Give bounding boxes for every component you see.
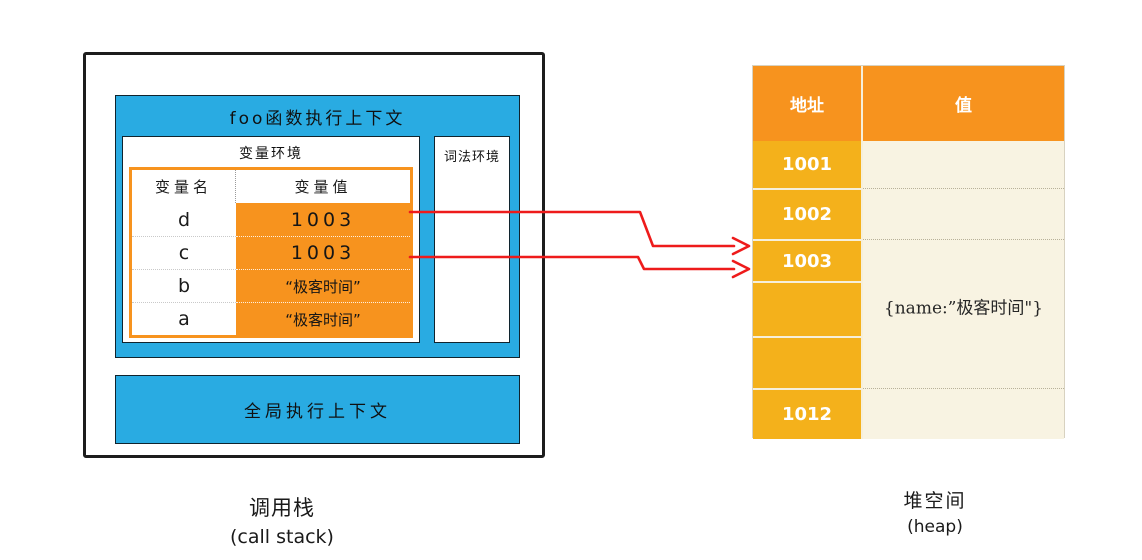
variable-row-a: a “极客时间”: [132, 302, 410, 335]
foo-context-title: foo函数执行上下文: [229, 109, 406, 129]
variable-name-cell: b: [132, 269, 236, 302]
variable-name-cell: d: [132, 203, 236, 236]
heap-object-value: {name:”极客时间"}: [883, 298, 1044, 319]
lexical-environment-title: 词法环境: [443, 150, 500, 165]
arrowhead-icon: [731, 236, 751, 256]
heap-address-cell-blank-1: [753, 281, 863, 336]
heap-table-body: 1001 1002 1003 1012 {name:”极客时间"}: [753, 141, 1064, 439]
variable-value-cell: 1003: [236, 236, 410, 269]
heap-caption-zh: 堆空间: [903, 490, 967, 512]
call-stack-caption-en: (call stack): [230, 526, 334, 548]
lexical-environment: 词法环境: [434, 136, 510, 343]
call-stack-caption: 调用栈 (call stack): [142, 492, 422, 548]
heap-column-header-address: 地址: [753, 66, 863, 141]
variable-environment: 变量环境 变量名 变量值 d 1003 c 1003 b: [122, 136, 420, 343]
heap-table-header: 地址 值: [753, 66, 1064, 141]
variable-name-cell: a: [132, 302, 236, 335]
heap-address-cell-1001: 1001: [753, 141, 863, 188]
variable-environment-title: 变量环境: [239, 146, 303, 162]
variable-row-c: c 1003: [132, 236, 410, 269]
variable-value-cell: “极客时间”: [236, 302, 410, 335]
call-stack-box: foo函数执行上下文 变量环境 变量名 变量值 d 1003 c 1003: [83, 52, 545, 458]
heap-address-cell-1003: 1003: [753, 239, 863, 281]
variables-table: 变量名 变量值 d 1003 c 1003 b “极客时间”: [129, 167, 413, 338]
foo-execution-context: foo函数执行上下文 变量环境 变量名 变量值 d 1003 c 1003: [115, 95, 520, 358]
heap-caption-en: (heap): [907, 517, 963, 537]
variable-row-d: d 1003: [132, 203, 410, 236]
column-header-variable-name: 变量名: [132, 170, 236, 203]
heap-value-divider: [863, 388, 1064, 389]
global-execution-context: 全局执行上下文: [115, 375, 520, 444]
arrowhead-icon: [731, 259, 751, 279]
heap-address-cell-1012: 1012: [753, 388, 863, 439]
heap-value-column: {name:”极客时间"}: [863, 141, 1064, 439]
heap-column-header-value: 值: [863, 66, 1064, 141]
call-stack-caption-zh: 调用栈: [249, 496, 315, 520]
variables-table-header: 变量名 变量值: [132, 170, 410, 203]
heap-caption: 堆空间 (heap): [815, 486, 1055, 537]
heap-value-divider: [863, 188, 1064, 189]
variable-name-cell: c: [132, 236, 236, 269]
heap-address-cell-blank-2: [753, 336, 863, 388]
variable-row-b: b “极客时间”: [132, 269, 410, 302]
heap-address-cell-1002: 1002: [753, 188, 863, 239]
column-header-variable-value: 变量值: [294, 178, 352, 196]
heap-address-column: 1001 1002 1003 1012: [753, 141, 863, 439]
variable-value-cell: “极客时间”: [236, 269, 410, 302]
variable-value-cell: 1003: [236, 203, 410, 236]
heap-table: 地址 值 1001 1002 1003 1012 {name:”极客时间"}: [752, 65, 1065, 439]
heap-value-divider: [863, 239, 1064, 240]
